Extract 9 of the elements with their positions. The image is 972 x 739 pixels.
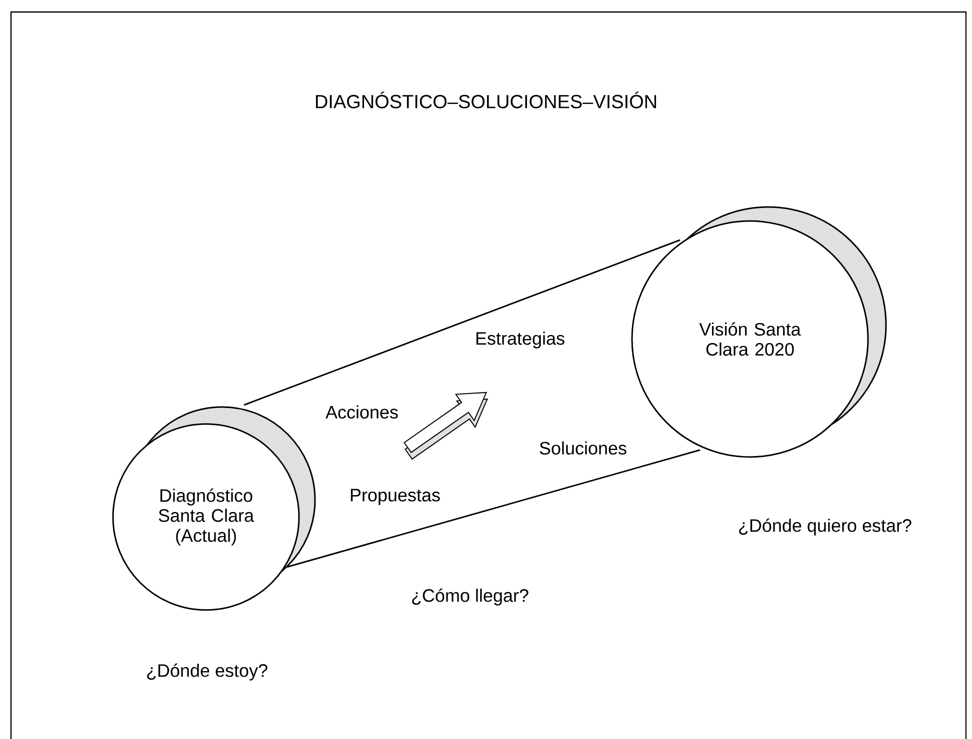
- phrase-label: Propuestas: [350, 488, 440, 506]
- phrase-label: ¿Cómo llegar?: [412, 588, 528, 606]
- phrase-label: Soluciones: [540, 441, 626, 455]
- phrase-label: Estrategias: [476, 332, 564, 348]
- belt-line: [286, 449, 700, 568]
- title: DIAGNÓSTICO–SOLUCIONES–VISIÓN: [316, 92, 656, 108]
- question-text: ¿Dónde quiero estar?: [739, 518, 912, 536]
- question-text: ¿Dónde estoy?: [147, 664, 268, 680]
- belt-line: [244, 239, 680, 406]
